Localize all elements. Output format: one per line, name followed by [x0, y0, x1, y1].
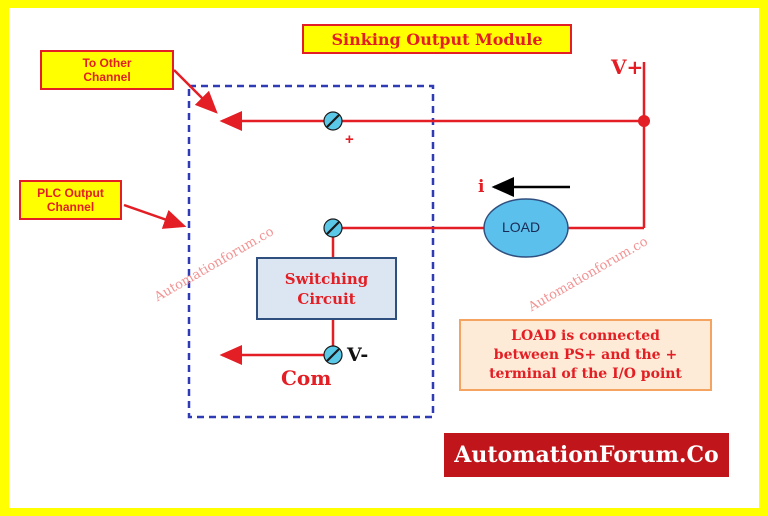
- plc-module-boundary: [187, 84, 435, 419]
- v-minus-label: V-: [347, 344, 369, 366]
- terminal-output: [323, 218, 343, 238]
- plus-terminal-label: +: [345, 131, 354, 148]
- brand-logo: AutomationForum.Co: [444, 433, 729, 477]
- callout-line: Channel: [46, 200, 95, 214]
- switching-circuit-line: Switching: [284, 269, 369, 288]
- callout-line: To Other: [82, 56, 132, 70]
- callout-to-other-channel: To Other Channel: [40, 50, 174, 90]
- switching-circuit-box: Switching Circuit: [256, 257, 397, 320]
- note-line: terminal of the I/O point: [489, 365, 682, 382]
- callout-arrow-to-other: [173, 69, 218, 114]
- com-label: Com: [281, 366, 332, 390]
- current-label: i: [478, 177, 485, 197]
- note-line: LOAD is connected: [511, 327, 660, 344]
- terminal-com: [323, 345, 343, 365]
- callout-arrow-plc-output: [123, 203, 187, 229]
- load-label: LOAD: [502, 219, 541, 235]
- callout-plc-output-channel: PLC Output Channel: [19, 180, 122, 220]
- note-line: between PS+ and the +: [493, 346, 678, 363]
- terminal-plus: [323, 111, 343, 131]
- diagram-title: Sinking Output Module: [302, 24, 572, 54]
- switching-circuit-line: Circuit: [297, 289, 356, 308]
- callout-line: PLC Output: [37, 186, 104, 200]
- note-box: LOAD is connected between PS+ and the + …: [459, 319, 712, 391]
- load-symbol: [483, 198, 569, 258]
- callout-line: Channel: [83, 70, 131, 84]
- v-plus-label: V+: [611, 55, 644, 79]
